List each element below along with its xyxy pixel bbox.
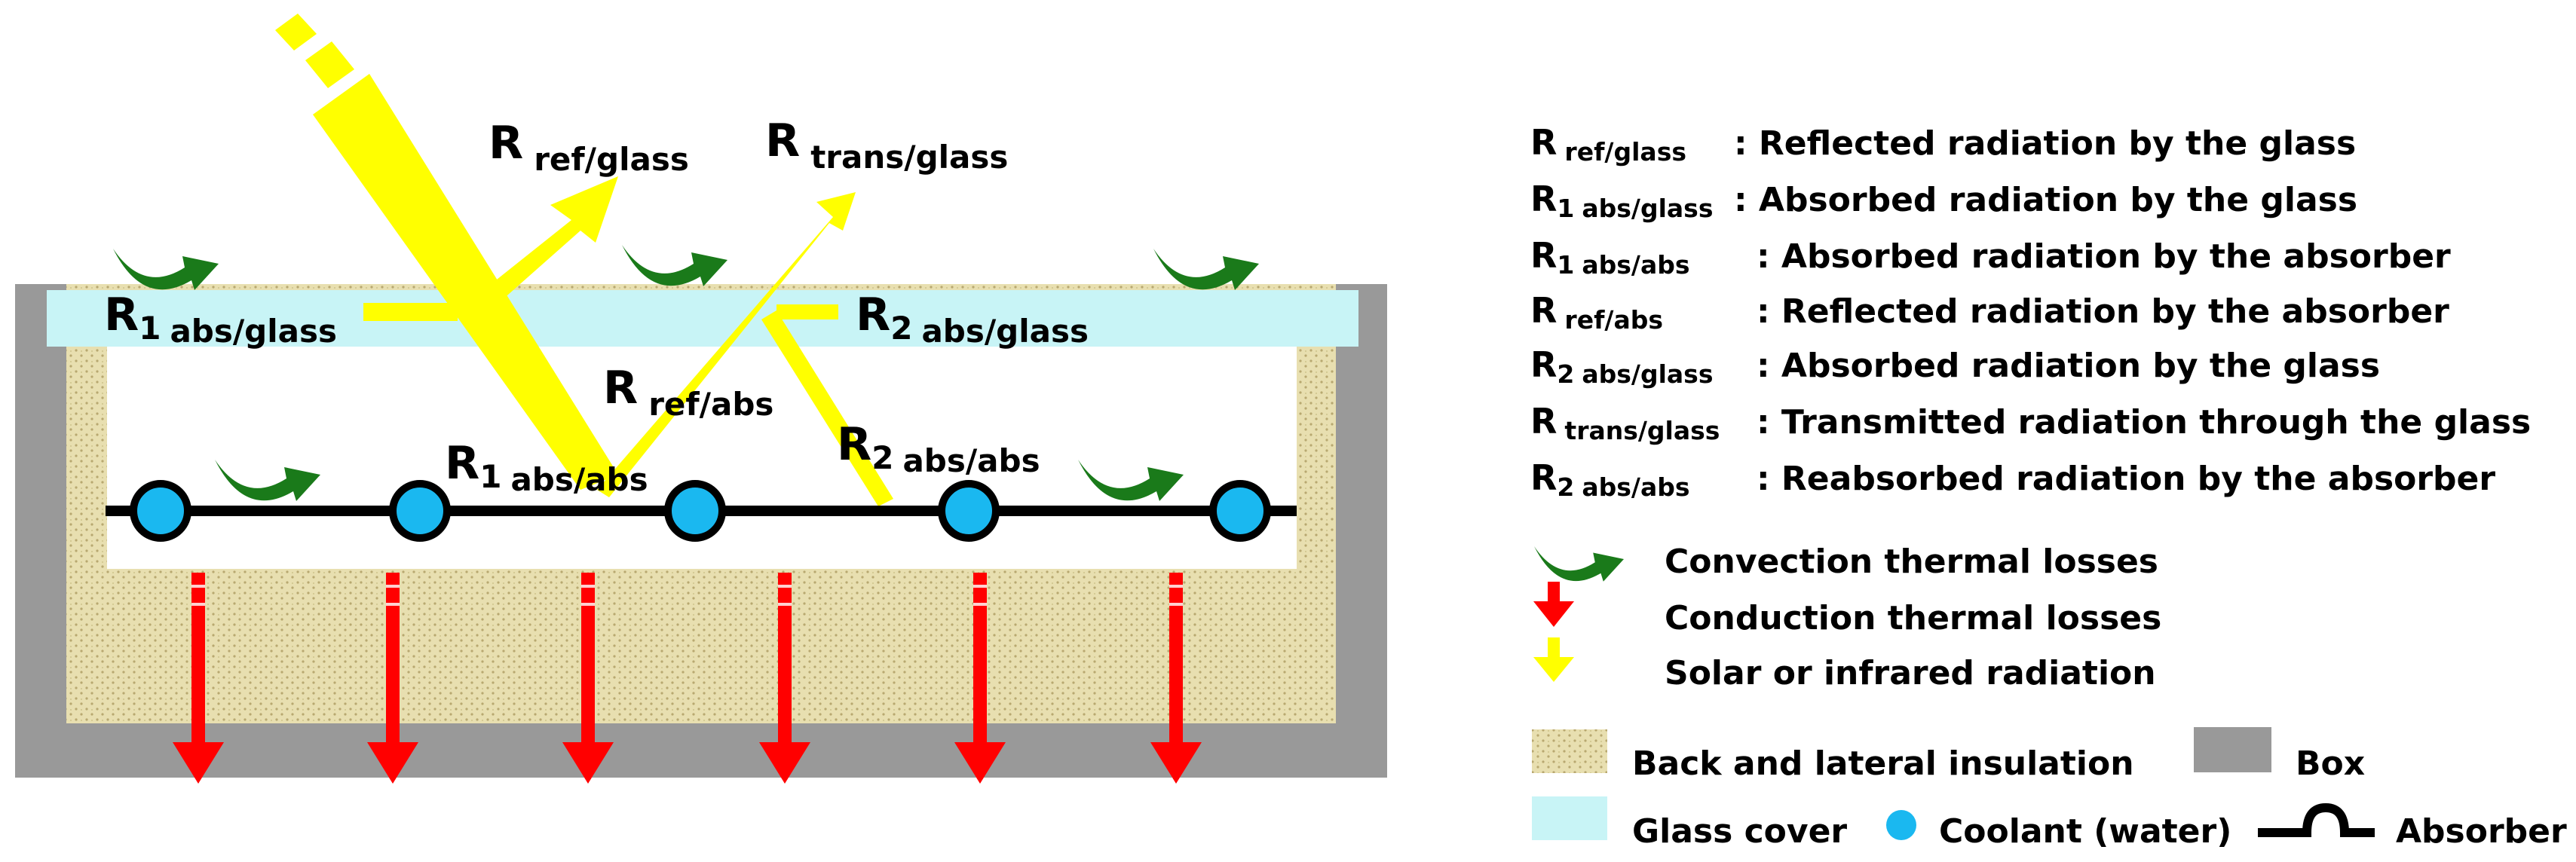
coolant-tube	[938, 480, 1000, 542]
legend-convection: Convection thermal losses	[1665, 543, 2158, 581]
insulation-swatch	[1532, 729, 1607, 773]
legend-desc: : Absorbed radiation by the absorber	[1757, 237, 2451, 276]
transmitted-beam	[597, 192, 856, 497]
legend-arrows: Convection thermal losses Conduction the…	[1533, 543, 2161, 692]
box-swatch	[2194, 727, 2271, 772]
radiation-beams	[275, 14, 893, 506]
r2-abs-abs-beam	[761, 310, 893, 506]
coolant-swatch	[1886, 810, 1916, 840]
radiation-icon	[1533, 637, 1574, 682]
legend-desc: : Transmitted radiation through the glas…	[1757, 403, 2531, 442]
legend-coolant: Coolant (water)	[1939, 812, 2231, 851]
r1-abs-glass-bar	[363, 303, 458, 321]
coolant-tube	[664, 480, 726, 542]
incoming-beam	[313, 74, 618, 490]
absorber-swatch	[2258, 802, 2375, 837]
legend-insulation: Back and lateral insulation	[1632, 744, 2134, 783]
conduction-icon	[1533, 582, 1574, 627]
legend-absorber: Absorber	[2396, 812, 2567, 851]
reflected-glass-beam	[452, 176, 618, 324]
r2-abs-glass-bar	[776, 304, 838, 319]
coolant-tube	[130, 480, 191, 542]
legend-box: Box	[2296, 744, 2365, 783]
legend-desc: : Absorbed radiation by the glass	[1734, 181, 2357, 219]
legend-radiation: Solar or infrared radiation	[1665, 654, 2156, 692]
legend-desc: : Reflected radiation by the absorber	[1757, 292, 2449, 331]
convection-icon	[1534, 546, 1624, 582]
convection-icon	[1153, 249, 1259, 290]
legend-glass: Glass cover	[1632, 812, 1847, 851]
convection-icon	[113, 249, 219, 290]
legend-materials: Back and lateral insulation Box Glass co…	[1532, 727, 2567, 851]
legend-desc: : Reabsorbed radiation by the absorber	[1757, 460, 2495, 498]
incoming-beam-segment	[305, 41, 354, 88]
coolant-tube	[1209, 480, 1271, 542]
convection-icon	[622, 245, 727, 286]
absorber-assembly	[106, 480, 1297, 542]
glass-cover	[47, 290, 1358, 347]
legend-conduction: Conduction thermal losses	[1665, 599, 2161, 637]
legend-desc: : Absorbed radiation by the glass	[1757, 347, 2380, 385]
incoming-beam-segment	[275, 14, 317, 50]
glass-swatch	[1532, 796, 1607, 840]
coolant-tube	[389, 480, 451, 542]
legend-desc: : Reflected radiation by the glass	[1734, 124, 2356, 163]
